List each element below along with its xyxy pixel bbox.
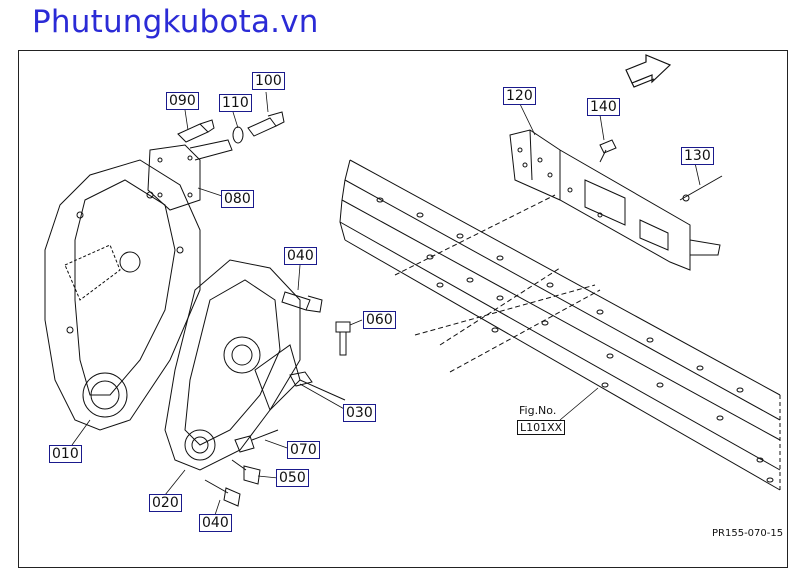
callout-120[interactable]: 120 — [503, 87, 536, 105]
direction-arrow-icon — [625, 54, 672, 88]
callout-090[interactable]: 090 — [166, 92, 199, 110]
bolt-part-140[interactable] — [599, 139, 617, 163]
callout-040-lower[interactable]: 040 — [199, 514, 232, 532]
callout-080[interactable]: 080 — [221, 190, 254, 208]
callout-060[interactable]: 060 — [363, 311, 396, 329]
figure-reference-link[interactable]: L101XX — [517, 420, 566, 435]
rail-holes — [376, 197, 774, 483]
bolt-part-070[interactable] — [234, 429, 279, 453]
frame-rail — [339, 159, 781, 491]
callout-leaders — [71, 91, 701, 516]
callout-070[interactable]: 070 — [287, 441, 320, 459]
assembly-leaders — [394, 194, 601, 373]
diagram-frame — [18, 50, 788, 568]
callout-100[interactable]: 100 — [252, 72, 285, 90]
plate-part-030[interactable] — [289, 371, 346, 401]
figure-reference-label: Fig.No. — [519, 404, 557, 417]
callout-140[interactable]: 140 — [587, 98, 620, 116]
bolt-part-060[interactable] — [335, 321, 351, 356]
bolt-part-090[interactable] — [177, 119, 215, 143]
cover-part-020[interactable] — [164, 259, 301, 471]
callout-110[interactable]: 110 — [219, 94, 252, 112]
washer-part-110[interactable] — [232, 126, 244, 144]
bolt-part-040-lower[interactable] — [204, 479, 241, 507]
bolt-part-100[interactable] — [247, 111, 285, 137]
drawing-code: PR155-070-15 — [712, 528, 784, 539]
callout-050[interactable]: 050 — [276, 469, 309, 487]
callout-030[interactable]: 030 — [343, 404, 376, 422]
flange-part-080[interactable] — [147, 139, 233, 211]
gear-case-part-010[interactable] — [44, 159, 201, 431]
callout-020[interactable]: 020 — [149, 494, 182, 512]
pin-part-130[interactable] — [679, 175, 723, 202]
bracket-part-120[interactable] — [509, 129, 721, 271]
bolt-part-040-upper[interactable] — [281, 291, 323, 313]
callout-040-upper[interactable]: 040 — [284, 247, 317, 265]
bolt-part-050[interactable] — [231, 459, 261, 485]
callout-130[interactable]: 130 — [681, 147, 714, 165]
site-brand[interactable]: Phutungkubota.vn — [32, 4, 319, 40]
callout-010[interactable]: 010 — [49, 445, 82, 463]
